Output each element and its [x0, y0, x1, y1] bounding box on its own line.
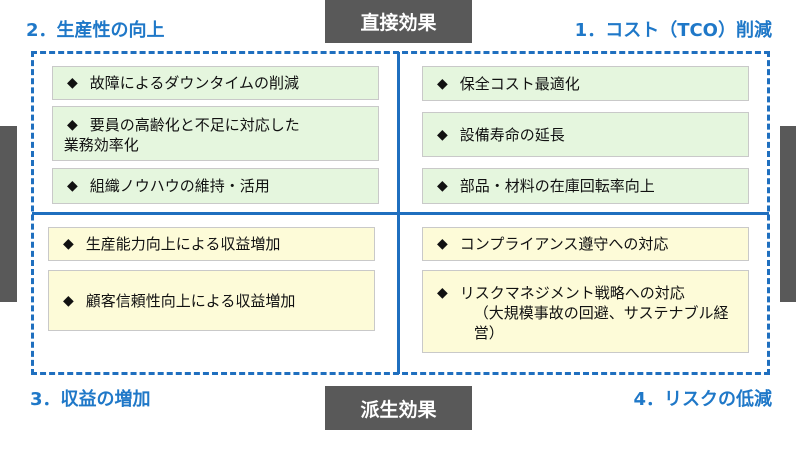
derived-effect-tab: 派生効果	[325, 386, 472, 430]
item-text: 組織ノウハウの維持・活用	[89, 177, 270, 195]
list-item: ◆ リスクマネジメント戦略への対応 （大規模事故の回避、サステナブル経営）	[422, 270, 749, 353]
list-item: ◆ 設備寿命の延長	[422, 112, 749, 157]
horizontal-divider	[32, 212, 769, 215]
diamond-bullet-icon: ◆	[63, 292, 74, 309]
list-item: ◆ 保全コスト最適化	[422, 66, 749, 101]
item-text: コンプライアンス遵守への対応	[459, 235, 669, 253]
list-item: ◆ 部品・材料の在庫回転率向上	[422, 168, 749, 204]
item-text: 生産能力向上による収益増加	[85, 235, 281, 253]
list-item: ◆ 顧客信頼性向上による収益増加	[48, 270, 375, 331]
item-subtext: （大規模事故の回避、サステナブル経営）	[473, 304, 729, 342]
item-text: 故障によるダウンタイムの削減	[89, 74, 300, 92]
heading-cost-reduction: 1．コスト（TCO）削減	[574, 20, 772, 41]
item-text: 部品・材料の在庫回転率向上	[459, 177, 655, 195]
diamond-bullet-icon: ◆	[63, 236, 74, 252]
diamond-bullet-icon: ◆	[437, 285, 448, 301]
item-text: 保全コスト最適化	[459, 74, 580, 93]
item-text: 顧客信頼性向上による収益増加	[85, 291, 296, 310]
heading-risk-reduction: 4．リスクの低減	[633, 389, 772, 410]
diamond-bullet-icon: ◆	[67, 178, 78, 194]
diamond-bullet-icon: ◆	[437, 178, 448, 194]
list-item: ◆ コンプライアンス遵守への対応	[422, 227, 749, 261]
diamond-bullet-icon: ◆	[67, 75, 78, 91]
direct-effect-tab: 直接効果	[325, 0, 472, 43]
item-text: リスクマネジメント戦略への対応 （大規模事故の回避、サステナブル経営）	[460, 283, 738, 343]
list-item: ◆ 組織ノウハウの維持・活用	[52, 168, 379, 204]
diamond-bullet-icon: ◆	[67, 117, 78, 133]
left-side-tab	[0, 126, 17, 302]
list-item: ◆ 要員の高齢化と不足に対応した 業務効率化	[52, 106, 379, 161]
list-item: ◆ 故障によるダウンタイムの削減	[52, 66, 379, 100]
item-text: 要員の高齢化と不足に対応した 業務効率化	[63, 116, 300, 154]
item-text: 設備寿命の延長	[459, 125, 565, 144]
right-side-tab	[780, 126, 796, 302]
diamond-bullet-icon: ◆	[437, 236, 448, 252]
heading-revenue-increase: 3．収益の増加	[30, 389, 151, 410]
diamond-bullet-icon: ◆	[437, 75, 448, 92]
list-item: ◆ 生産能力向上による収益増加	[48, 227, 375, 261]
diamond-bullet-icon: ◆	[437, 126, 448, 143]
heading-productivity: 2．生産性の向上	[26, 20, 165, 41]
